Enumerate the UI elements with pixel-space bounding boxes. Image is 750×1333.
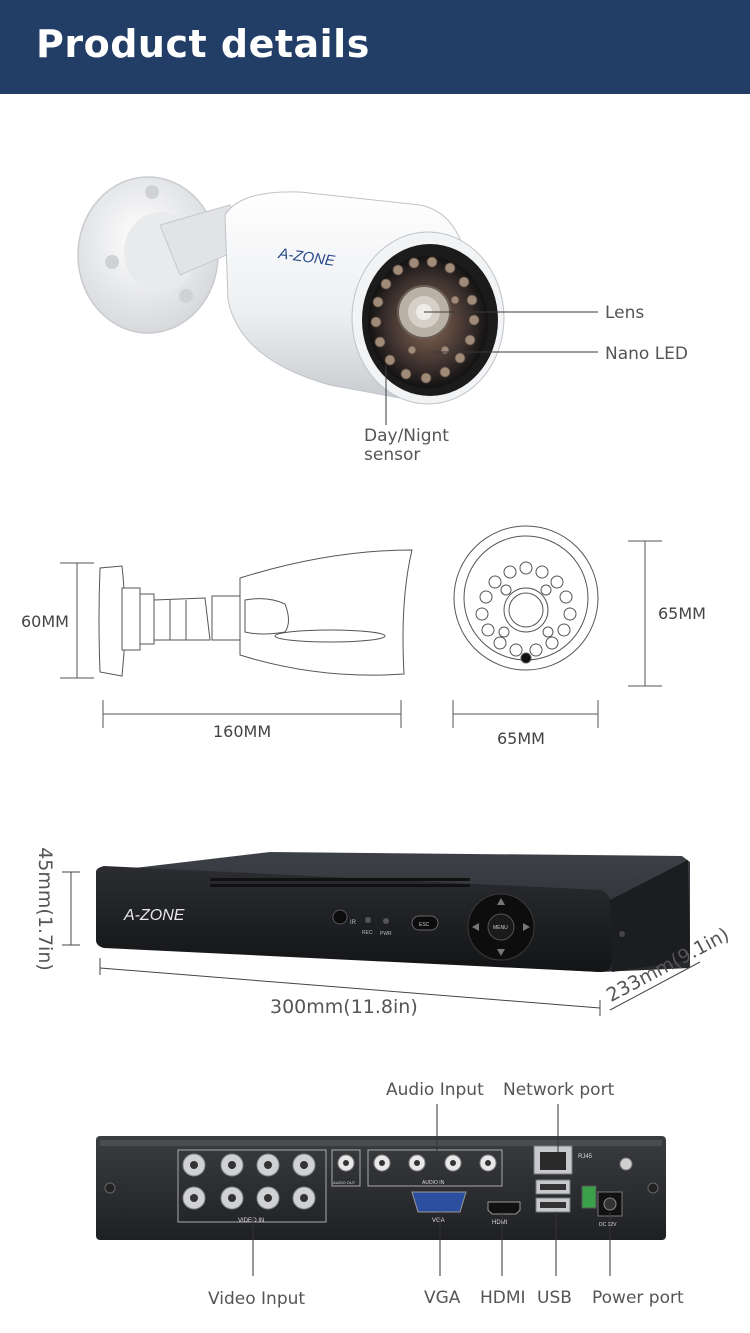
dvr-front-image: A-ZONE IR REC PWR ESC MENU [96, 852, 690, 972]
camera-image: A-ZONE [77, 176, 505, 405]
rear-audio-out-silk: AUDIO OUT [333, 1180, 356, 1185]
hdmi-label: HDMI [480, 1288, 526, 1308]
dvr-logo: A-ZONE [123, 907, 185, 924]
camera-side-drawing [60, 549, 413, 728]
rear-hdmi-silk: HDMI [492, 1220, 508, 1226]
camera-callout-lines [385, 311, 598, 425]
audio-input-label: Audio Input [386, 1080, 484, 1100]
nano-led-label: Nano LED [605, 344, 689, 364]
rear-audio-in-silk: AUDIO IN [422, 1180, 445, 1186]
power-port-label: Power port [592, 1288, 684, 1308]
dvr-menu-label: MENU [493, 925, 508, 931]
rear-vga-silk: VGA [432, 1218, 445, 1224]
dvr-rec-label: REC [362, 930, 373, 936]
usb-label: USB [537, 1288, 572, 1308]
page-title: Product details [36, 22, 370, 66]
rear-dc-silk: DC 12V [599, 1222, 617, 1228]
dvr-height-label: 45mm(1.7in) [34, 847, 56, 971]
side-length-label: 160MM [213, 722, 272, 741]
front-height-label: 65MM [658, 604, 706, 623]
dvr-dimension-lines [62, 871, 701, 1016]
vga-label: VGA [424, 1288, 461, 1308]
camera-front-drawing [452, 525, 662, 728]
dvr-ir-label: IR [350, 920, 357, 926]
rear-callout-lines [252, 1104, 611, 1276]
rear-panel-image: VIDEO IN AUDIO IN AUDIO OUT VGA HDMI RJ4… [96, 1136, 666, 1240]
rear-video-in-silk: VIDEO IN [238, 1218, 264, 1224]
front-width-label: 65MM [497, 729, 545, 748]
side-height-label: 60MM [21, 612, 69, 631]
lens-label: Lens [605, 303, 645, 323]
dvr-width-label: 300mm(11.8in) [270, 996, 418, 1018]
sensor-label: Day/Nignt sensor [364, 427, 449, 465]
rear-rj45-silk: RJ45 [578, 1154, 593, 1160]
network-port-label: Network port [503, 1080, 615, 1100]
sensor-label-line2: sensor [364, 445, 421, 465]
dvr-pwr-label: PWR [380, 931, 392, 937]
video-input-label: Video Input [208, 1289, 306, 1309]
page-header: Product details [0, 0, 750, 94]
sensor-label-line1: Day/Nignt [364, 426, 449, 446]
dvr-esc-label: ESC [419, 922, 430, 928]
